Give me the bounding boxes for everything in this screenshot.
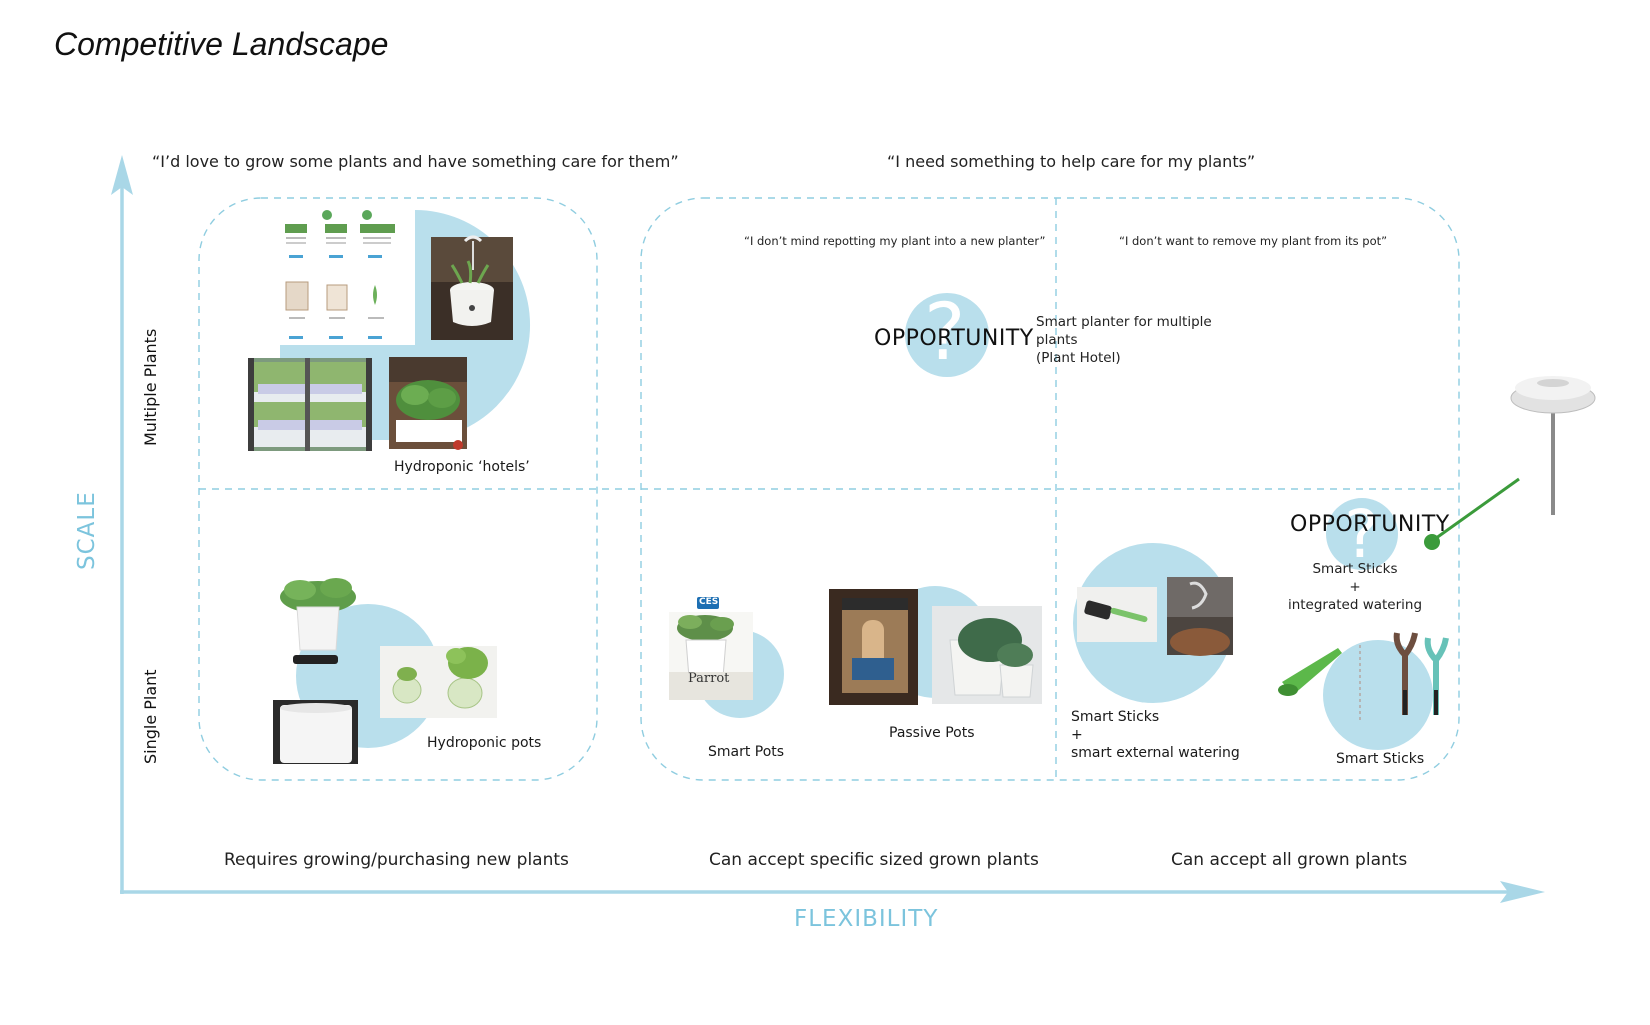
passive-pot-planter-image — [932, 606, 1042, 704]
hotels-website-image — [280, 210, 405, 345]
external-watering-photo-image — [1167, 577, 1233, 656]
caption-smart-sticks: Smart Sticks — [1336, 751, 1425, 767]
ces-badge-text: CES — [699, 597, 719, 607]
hydro-pot-glass-image — [380, 646, 497, 718]
caption-hydroponic-hotels: Hydroponic ‘hotels’ — [394, 459, 530, 475]
row-label-multiple-plants: Multiple Plants — [141, 328, 160, 446]
caption-smart-sticks-external-watering: Smart Sticks + smart external watering — [1071, 709, 1240, 761]
y-axis-label: SCALE — [74, 491, 100, 570]
passive-pot-packaging-image — [829, 589, 918, 705]
smart-sticks-circle — [1323, 640, 1433, 750]
caption-passive-pots: Passive Pots — [889, 725, 975, 741]
opportunity-circle-2 — [1326, 498, 1398, 570]
column-label-requires-new: Requires growing/purchasing new plants — [224, 850, 569, 870]
caption-smart-pots: Smart Pots — [708, 744, 785, 760]
hotels-herb-planter-image — [389, 357, 467, 450]
hydro-pot-tall-image — [280, 578, 356, 664]
opportunity-desc-plant-hotel: Smart planter for multiple plants (Plant… — [1036, 314, 1212, 366]
question-mark-icon: ? — [924, 288, 966, 378]
parrot-pot-image — [669, 612, 753, 700]
hotels-shelf-garden-image — [248, 358, 372, 451]
opportunity-label-integrated-watering: OPPORTUNITY — [1290, 512, 1450, 537]
external-watering-device-image — [1077, 587, 1157, 642]
hydro-pot-cube-image — [273, 700, 358, 764]
row-label-single-plant: Single Plant — [141, 669, 160, 764]
question-mark-icon: ? — [1344, 496, 1380, 573]
ces-badge-bg — [697, 597, 719, 609]
parrot-pot-brand-text: Parrot — [688, 671, 730, 686]
y-axis-arrowhead — [111, 155, 133, 195]
opportunity-circle-1 — [905, 293, 989, 377]
quote-care-plants: “I need something to help care for my pl… — [887, 152, 1256, 171]
opportunity-desc-integrated-watering: Smart Sticks + integrated watering — [1287, 561, 1423, 613]
hotels-lamp-planter-image — [431, 235, 513, 340]
smart-stick-sensors-image — [1278, 632, 1449, 720]
quote-grow-plants: “I’d love to grow some plants and have s… — [152, 152, 679, 171]
opportunity-label-plant-hotel: OPPORTUNITY — [874, 326, 1034, 351]
page-title: Competitive Landscape — [54, 26, 389, 62]
x-axis-label: FLEXIBILITY — [794, 906, 939, 932]
caption-hydroponic-pots: Hydroponic pots — [427, 735, 542, 751]
subquote-repotting: “I don’t mind repotting my plant into a … — [744, 234, 1046, 248]
smart-stick-sensor-image — [1510, 376, 1596, 515]
column-label-all-grown: Can accept all grown plants — [1171, 850, 1408, 870]
subquote-no-remove: “I don’t want to remove my plant from it… — [1119, 234, 1388, 248]
pointer-dot — [1424, 534, 1440, 550]
column-label-specific-sized: Can accept specific sized grown plants — [709, 850, 1039, 870]
pointer-line — [1431, 477, 1520, 543]
x-axis-arrowhead — [1500, 881, 1545, 903]
